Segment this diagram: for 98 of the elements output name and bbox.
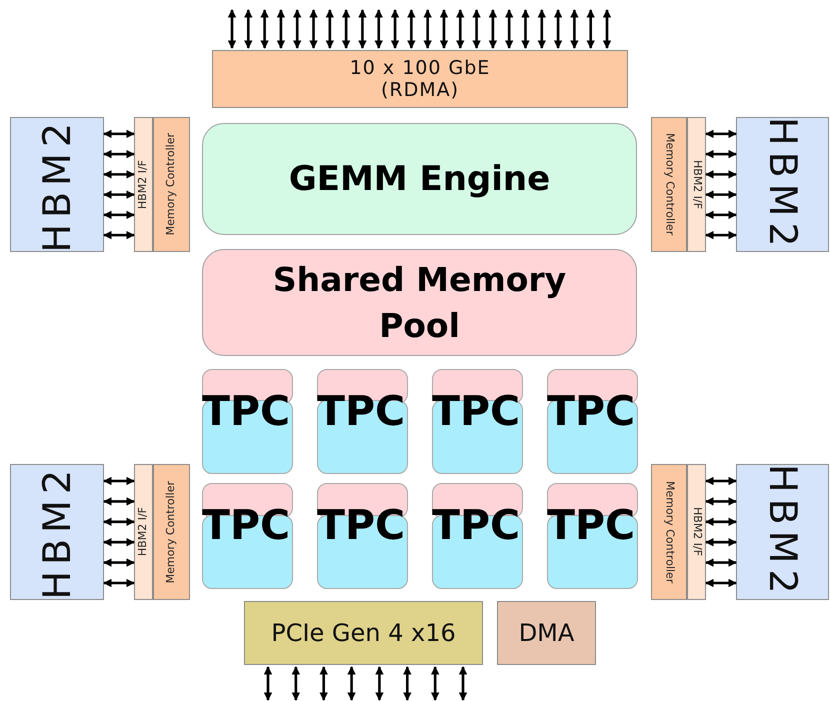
memory-stack-block bbox=[736, 117, 829, 252]
double-arrow bbox=[374, 9, 383, 49]
double-arrow bbox=[458, 666, 468, 701]
strip-label: Memory Controller bbox=[163, 480, 178, 584]
memory-pool-block bbox=[202, 249, 637, 356]
double-arrow bbox=[456, 9, 464, 49]
dma-block bbox=[497, 601, 596, 665]
double-arrow bbox=[103, 558, 135, 567]
strip-label: HBM2 I/F bbox=[690, 507, 705, 557]
cluster-label: TPC bbox=[317, 387, 406, 435]
double-arrow bbox=[705, 558, 737, 567]
double-arrow bbox=[309, 9, 318, 49]
block-label: HBM2 bbox=[760, 116, 806, 252]
strip-label: Memory Controller bbox=[662, 480, 678, 584]
bus-interface-block bbox=[244, 601, 483, 665]
double-arrow bbox=[358, 9, 367, 49]
double-arrow bbox=[264, 666, 272, 701]
double-arrow bbox=[403, 666, 412, 701]
double-arrow bbox=[440, 9, 448, 49]
double-arrow bbox=[554, 9, 562, 49]
double-arrow bbox=[602, 9, 612, 49]
block-label: HBM2 bbox=[760, 464, 806, 600]
controller-strip bbox=[153, 117, 190, 252]
interface-strip bbox=[134, 117, 153, 252]
double-arrow bbox=[103, 538, 135, 546]
double-arrow bbox=[326, 9, 334, 49]
double-arrow bbox=[103, 230, 135, 240]
block-label: PCIe Gen 4 x16 bbox=[271, 618, 456, 649]
block-label: HBM2 bbox=[34, 464, 80, 600]
strip-label: Memory Controller bbox=[163, 133, 178, 236]
block-title: Shared Memory Pool bbox=[272, 258, 568, 346]
cluster-label: TPC bbox=[432, 387, 520, 435]
double-arrow bbox=[103, 170, 135, 179]
double-arrow bbox=[472, 9, 481, 49]
double-arrow bbox=[342, 9, 350, 49]
controller-strip bbox=[651, 464, 687, 600]
strip-label: HBM2 I/F bbox=[690, 160, 705, 210]
block-label: HBM2 bbox=[34, 116, 80, 252]
cluster-label: TPC bbox=[432, 501, 520, 549]
engine-block bbox=[202, 123, 637, 235]
double-arrow bbox=[705, 518, 737, 526]
double-arrow bbox=[103, 518, 135, 526]
double-arrow bbox=[276, 9, 286, 49]
controller-strip bbox=[153, 464, 190, 600]
double-arrow bbox=[570, 9, 579, 49]
double-arrow bbox=[705, 210, 737, 220]
double-arrow bbox=[103, 130, 135, 138]
block-label: 10 x 100 GbE (RDMA) bbox=[348, 57, 492, 101]
double-arrow bbox=[347, 666, 356, 701]
double-arrow bbox=[521, 9, 530, 49]
double-arrow bbox=[586, 9, 595, 49]
double-arrow bbox=[407, 9, 416, 49]
double-arrow bbox=[260, 9, 269, 49]
double-arrow bbox=[228, 9, 236, 49]
double-arrow bbox=[488, 9, 498, 49]
strip-label: HBM2 I/F bbox=[135, 507, 150, 557]
double-arrow bbox=[103, 210, 135, 220]
cluster-label: TPC bbox=[547, 501, 636, 549]
double-arrow bbox=[705, 190, 737, 199]
cluster-label: TPC bbox=[202, 501, 290, 549]
network-block bbox=[212, 50, 628, 108]
cluster-label: TPC bbox=[547, 387, 636, 435]
double-arrow bbox=[705, 170, 737, 179]
double-arrow bbox=[705, 476, 737, 486]
double-arrow bbox=[292, 666, 300, 701]
block-title: GEMM Engine bbox=[288, 158, 550, 200]
double-arrow bbox=[705, 230, 737, 240]
double-arrow bbox=[244, 9, 252, 49]
double-arrow bbox=[430, 666, 440, 701]
double-arrow bbox=[375, 666, 384, 701]
double-arrow bbox=[538, 9, 546, 49]
memory-stack-block bbox=[10, 117, 104, 252]
interface-strip bbox=[134, 464, 153, 600]
memory-stack-block bbox=[10, 464, 104, 600]
double-arrow bbox=[103, 190, 135, 199]
block-label: DMA bbox=[518, 618, 574, 649]
double-arrow bbox=[705, 538, 737, 546]
cluster-label: TPC bbox=[317, 501, 406, 549]
double-arrow bbox=[390, 9, 400, 49]
double-arrow bbox=[320, 666, 328, 701]
double-arrow bbox=[103, 150, 135, 158]
double-arrow bbox=[705, 130, 737, 138]
double-arrow bbox=[424, 9, 432, 49]
strip-label: Memory Controller bbox=[662, 133, 678, 236]
strip-label: HBM2 I/F bbox=[135, 160, 150, 210]
controller-strip bbox=[651, 117, 687, 252]
memory-stack-block bbox=[736, 464, 829, 600]
double-arrow bbox=[705, 578, 737, 588]
double-arrow bbox=[705, 497, 737, 506]
interface-strip bbox=[687, 464, 706, 600]
double-arrow bbox=[103, 476, 135, 486]
double-arrow bbox=[293, 9, 302, 49]
double-arrow bbox=[505, 9, 514, 49]
interface-strip bbox=[687, 117, 706, 252]
double-arrow bbox=[103, 578, 135, 588]
double-arrow bbox=[705, 150, 737, 158]
double-arrow bbox=[103, 497, 135, 506]
cluster-label: TPC bbox=[202, 387, 290, 435]
